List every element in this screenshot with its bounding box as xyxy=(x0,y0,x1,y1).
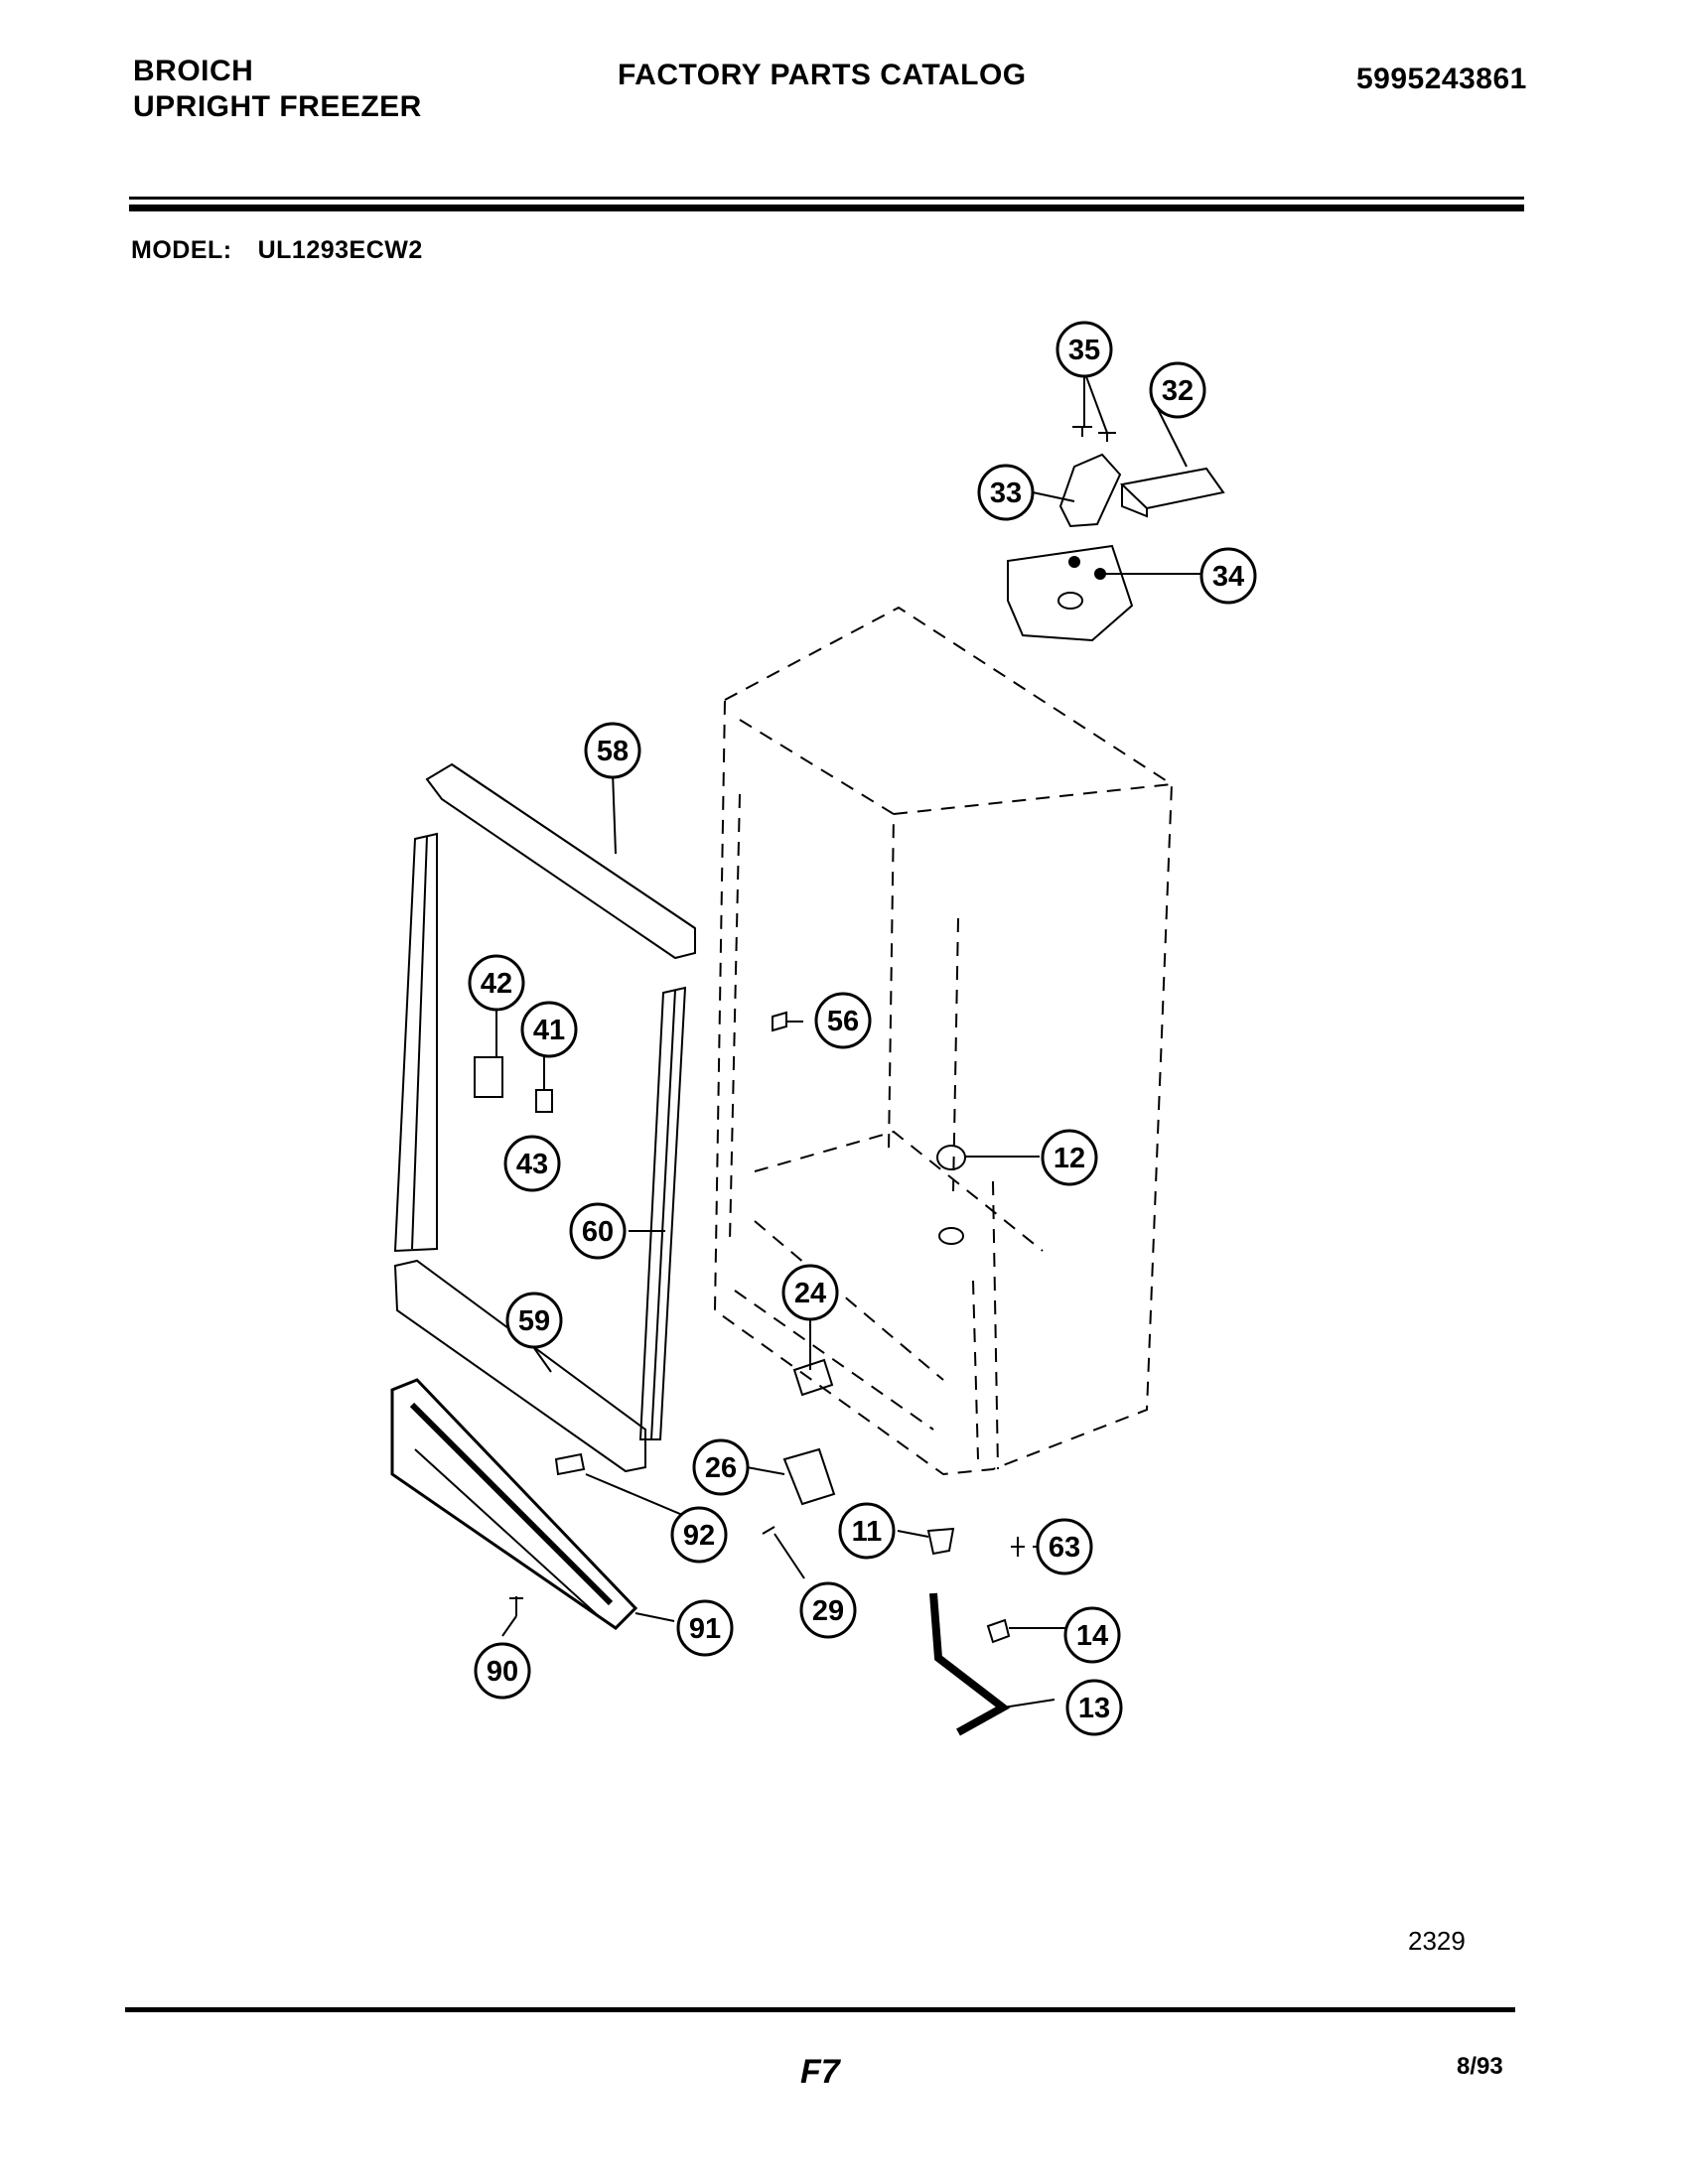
catalog-date: 8/93 xyxy=(1457,2053,1503,2080)
callout-63: 63 xyxy=(1036,1518,1093,1575)
part-92-clip xyxy=(554,1452,586,1476)
callout-24: 24 xyxy=(781,1264,839,1321)
part-number: 5995243861 xyxy=(1356,63,1527,95)
footer-rule xyxy=(125,2007,1515,2012)
callout-41: 41 xyxy=(520,1001,578,1058)
door-gasket-left xyxy=(393,832,438,1253)
cabinet-outline xyxy=(713,606,1174,1476)
callout-58: 58 xyxy=(584,722,641,779)
callout-60: 60 xyxy=(569,1202,627,1260)
callout-42: 42 xyxy=(468,954,525,1012)
model-number: UL1293ECW2 xyxy=(257,236,423,264)
model-line: MODEL: UL1293ECW2 xyxy=(131,236,423,265)
door-bin xyxy=(390,1378,638,1630)
brand-block: BROICH UPRIGHT FREEZER xyxy=(133,54,422,125)
callout-11: 11 xyxy=(838,1502,896,1560)
svg-text:29: 29 xyxy=(812,1595,844,1627)
part-26-latch xyxy=(782,1447,836,1506)
svg-text:63: 63 xyxy=(1049,1532,1080,1564)
header-rule-thin xyxy=(129,197,1524,200)
door-gasket-right xyxy=(638,986,687,1440)
part-63-screw xyxy=(1011,1537,1025,1557)
svg-text:11: 11 xyxy=(852,1516,883,1548)
part-13-drain-tube xyxy=(929,1592,1011,1736)
part-42-block xyxy=(474,1056,503,1098)
svg-text:32: 32 xyxy=(1162,375,1194,407)
svg-text:58: 58 xyxy=(597,736,629,767)
model-label: MODEL: xyxy=(131,236,232,264)
door-gasket-top xyxy=(425,762,696,960)
callout-34: 34 xyxy=(1199,547,1257,605)
callout-56: 56 xyxy=(814,992,872,1049)
svg-text:92: 92 xyxy=(683,1520,715,1552)
part-41-block xyxy=(535,1089,553,1113)
callout-29: 29 xyxy=(799,1581,857,1639)
top-hinge-assembly xyxy=(1007,426,1225,642)
svg-text:24: 24 xyxy=(794,1278,826,1309)
product-type: UPRIGHT FREEZER xyxy=(133,90,422,123)
header-rule-thick xyxy=(129,205,1524,211)
svg-text:90: 90 xyxy=(487,1656,518,1688)
callout-14: 14 xyxy=(1063,1606,1121,1664)
svg-text:41: 41 xyxy=(533,1015,565,1046)
diagram-id: 2329 xyxy=(1408,1926,1466,1956)
svg-text:33: 33 xyxy=(990,478,1022,509)
svg-text:12: 12 xyxy=(1054,1143,1085,1174)
part-12-ring xyxy=(938,1227,964,1245)
callout-92: 92 xyxy=(670,1506,728,1564)
part-90-screw xyxy=(509,1596,523,1616)
catalog-title: FACTORY PARTS CATALOG xyxy=(618,59,1027,91)
svg-text:42: 42 xyxy=(481,968,512,1000)
part-56-clip xyxy=(772,1011,787,1032)
callout-12: 12 xyxy=(1041,1129,1098,1186)
callout-91: 91 xyxy=(676,1599,734,1657)
callout-59: 59 xyxy=(505,1292,563,1349)
callout-26: 26 xyxy=(692,1438,750,1496)
svg-text:14: 14 xyxy=(1076,1620,1108,1652)
part-12-plug xyxy=(936,1145,966,1170)
callout-13: 13 xyxy=(1065,1679,1123,1736)
svg-text:60: 60 xyxy=(582,1216,614,1248)
door-gasket-bottom xyxy=(393,1259,646,1473)
svg-text:59: 59 xyxy=(518,1305,550,1337)
callout-90: 90 xyxy=(474,1642,531,1700)
part-11-drain xyxy=(926,1527,955,1556)
svg-text:43: 43 xyxy=(516,1149,548,1180)
page-number: F7 xyxy=(800,2053,840,2091)
callout-35: 35 xyxy=(1055,321,1113,378)
svg-text:34: 34 xyxy=(1212,561,1244,593)
svg-text:56: 56 xyxy=(827,1006,859,1037)
brand-name: BROICH xyxy=(133,55,254,87)
callout-33: 33 xyxy=(977,464,1035,521)
part-14-clip xyxy=(986,1618,1011,1644)
svg-text:26: 26 xyxy=(705,1452,737,1484)
part-24-latch xyxy=(792,1358,834,1397)
svg-text:91: 91 xyxy=(689,1613,721,1645)
part-29-pin xyxy=(762,1526,775,1535)
callout-43: 43 xyxy=(503,1135,561,1192)
svg-text:35: 35 xyxy=(1068,335,1100,366)
svg-text:13: 13 xyxy=(1078,1693,1110,1724)
callout-32: 32 xyxy=(1149,361,1206,419)
